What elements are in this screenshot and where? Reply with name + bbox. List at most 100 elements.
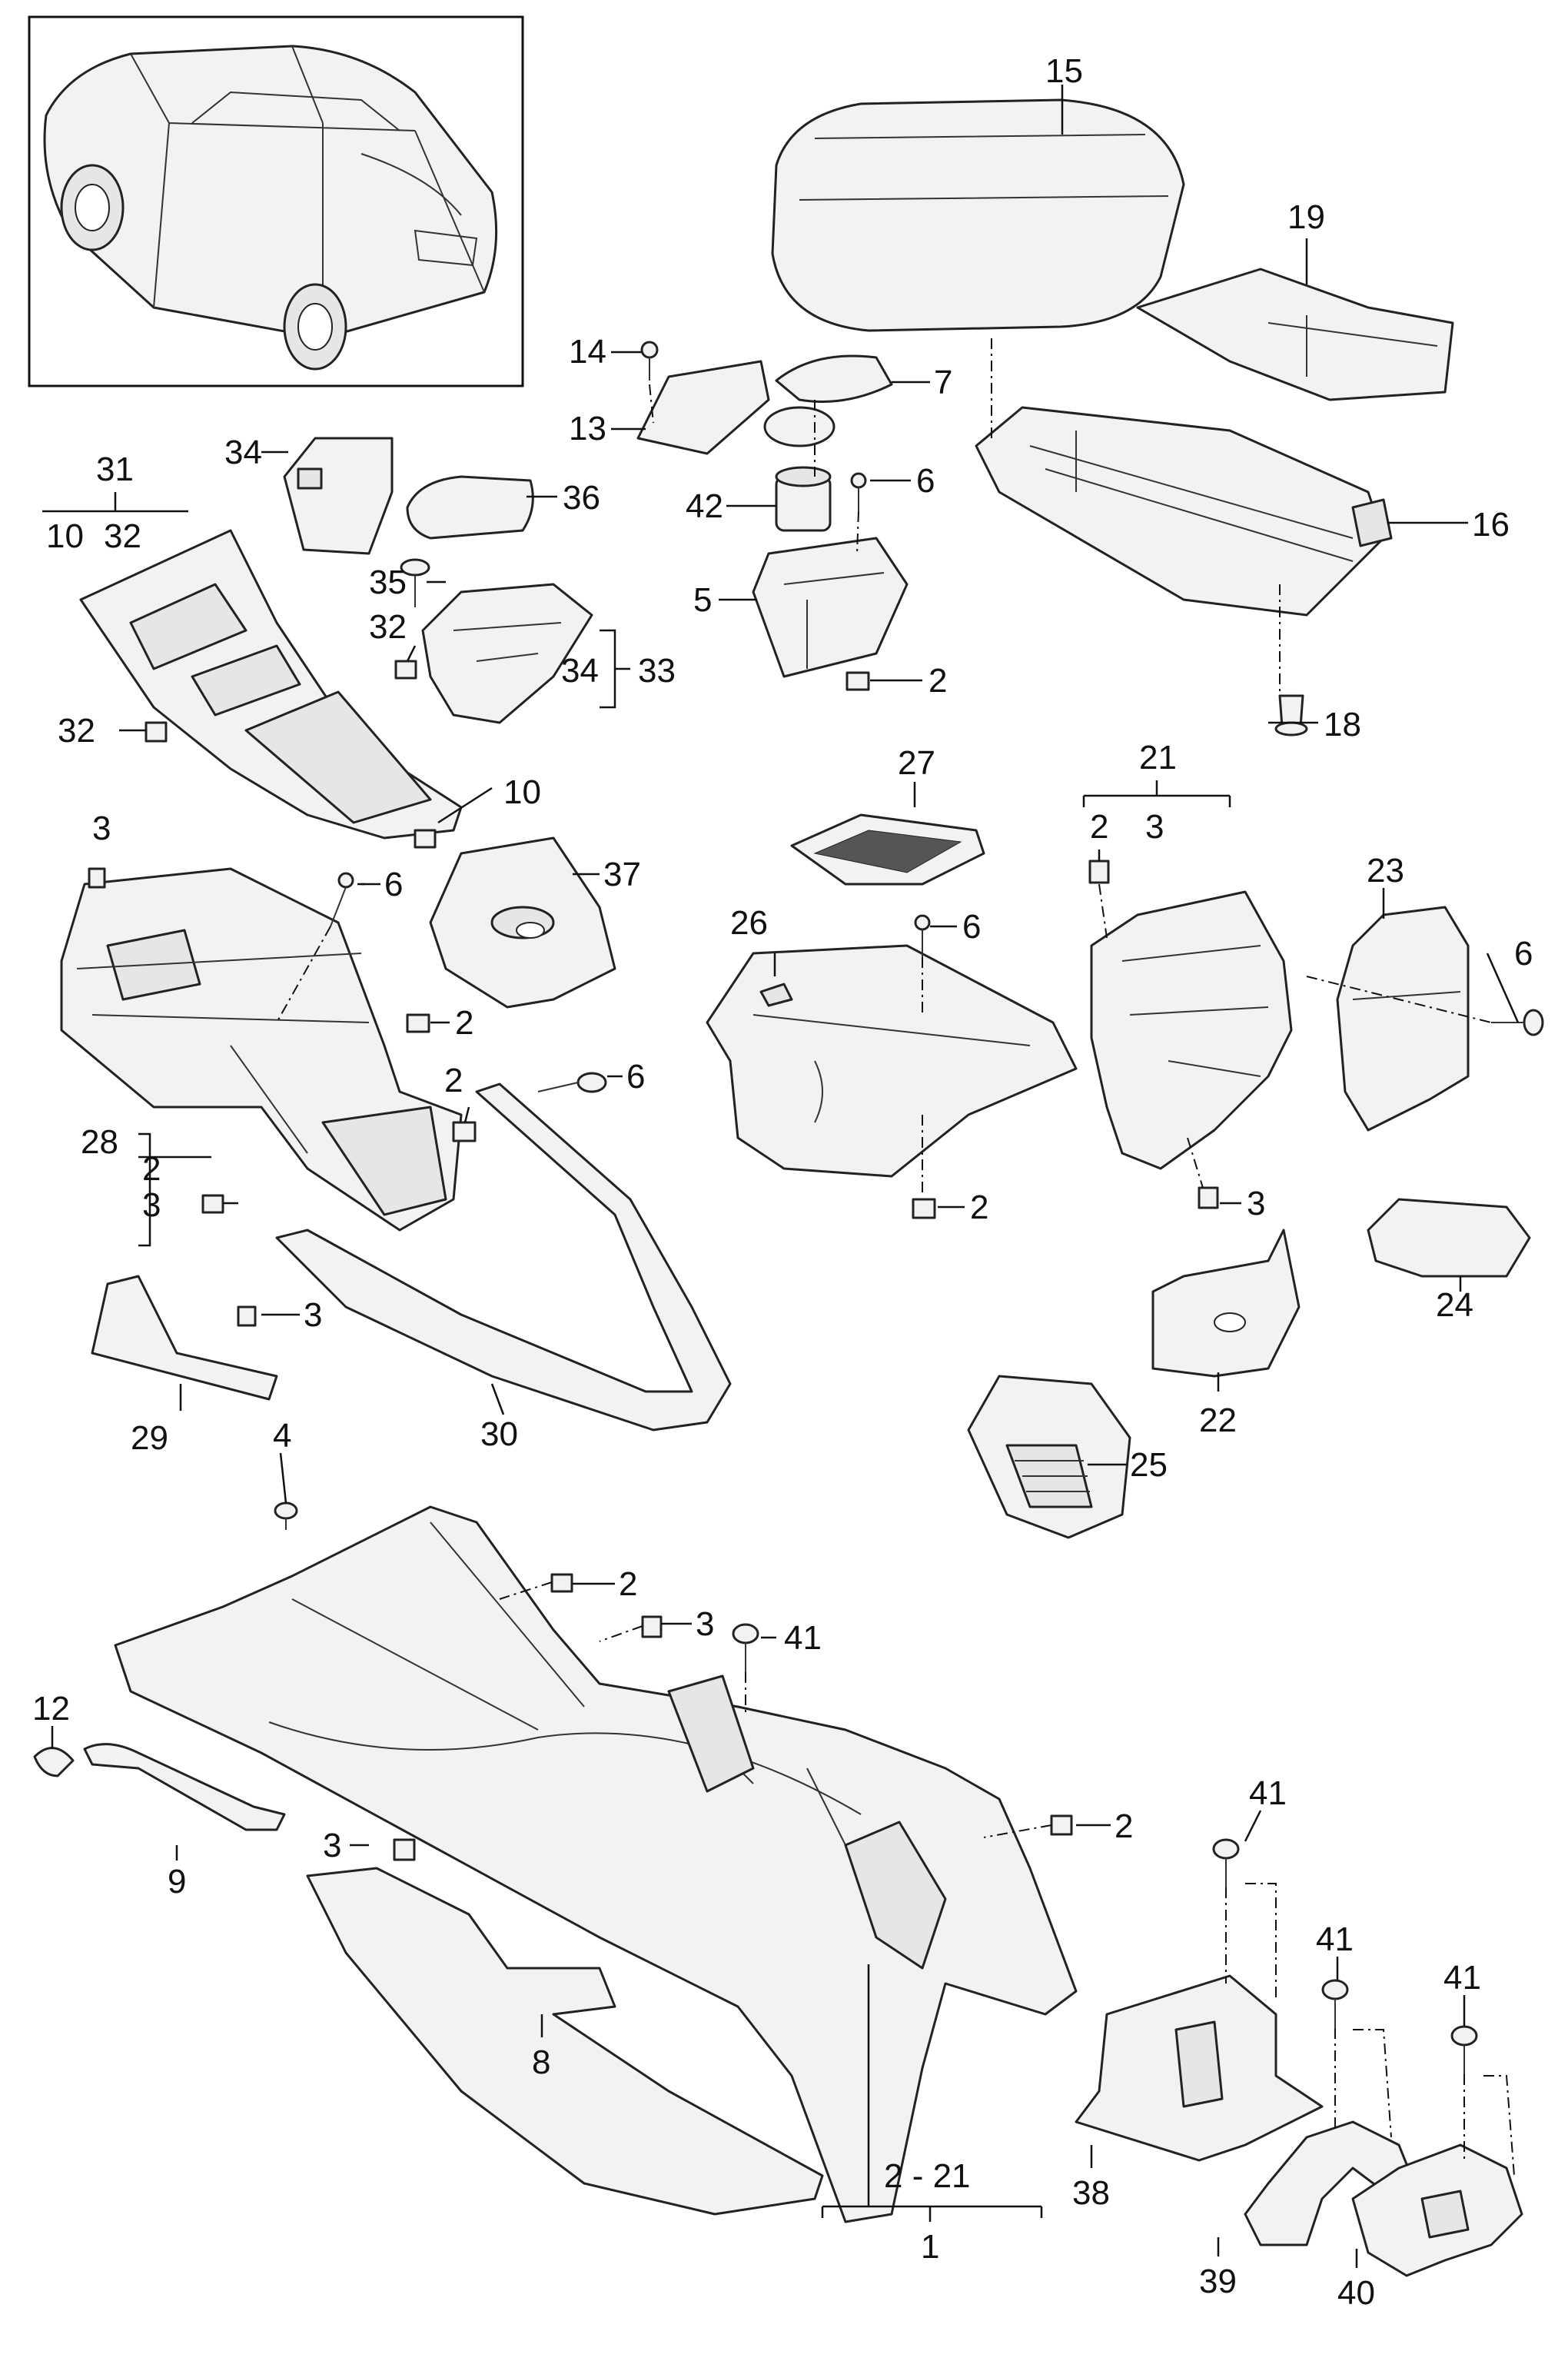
label-31: 31 [96, 451, 134, 488]
label-39: 39 [1199, 2263, 1237, 2300]
label-41-a: 41 [784, 1619, 822, 1657]
bolt-41-d [1450, 2025, 1478, 2074]
armrest-lid-frame [1136, 268, 1454, 401]
clip-3-d [1198, 1186, 1219, 1209]
label-3-a: 3 [92, 810, 111, 847]
rear-frame-21 [1090, 890, 1293, 1170]
vent-25 [967, 1375, 1131, 1539]
bracket-38 [1075, 1974, 1324, 2162]
label-3-e: 3 [696, 1605, 714, 1643]
label-21: 21 [1139, 739, 1177, 776]
switch-panel-34 [283, 437, 394, 555]
label-6-d: 6 [962, 908, 981, 946]
nut-2-g [1050, 1814, 1073, 1836]
label-3-b: 3 [142, 1186, 161, 1224]
screw-6-a [850, 472, 867, 511]
nut-32-a [394, 660, 417, 680]
label-18: 18 [1324, 706, 1361, 743]
rear-cover-23 [1336, 906, 1470, 1132]
label-38: 38 [1072, 2174, 1110, 2212]
label-24: 24 [1436, 1286, 1473, 1324]
label-5: 5 [693, 581, 712, 619]
assembly-lines [276, 338, 1515, 2176]
bolt-41-a [732, 1623, 759, 1672]
screw-4 [274, 1501, 298, 1530]
clip-3-e [641, 1615, 663, 1638]
screw-18 [1274, 694, 1308, 737]
nut-2-b [406, 1013, 430, 1033]
label-8: 8 [532, 2043, 550, 2081]
label-27: 27 [898, 744, 935, 782]
label-25: 25 [1130, 1446, 1168, 1484]
label-9: 9 [168, 1863, 186, 1900]
bolt-41-c [1321, 1979, 1349, 2028]
label-32-c: 32 [58, 712, 95, 750]
label-2-c: 2 [444, 1062, 463, 1099]
label-2-a: 2 [929, 662, 947, 700]
trim-29 [91, 1275, 278, 1401]
label-30: 30 [480, 1415, 518, 1453]
label-6-e: 6 [1514, 935, 1533, 973]
screw-6-d [914, 914, 931, 957]
label-10-a: 10 [46, 517, 84, 555]
label-2-d: 2 [970, 1189, 988, 1226]
nut-2-c [452, 1121, 477, 1142]
cup-cover-7 [763, 354, 893, 447]
cover-22 [1151, 1229, 1301, 1378]
label-1: 1 [921, 2228, 939, 2266]
label-10-b: 10 [503, 773, 541, 811]
label-3-c: 3 [304, 1296, 322, 1334]
label-3-d: 3 [1247, 1185, 1265, 1222]
label-19: 19 [1287, 198, 1325, 236]
bracket-13 [636, 360, 770, 455]
label-13: 13 [569, 410, 606, 447]
bolt-41-b [1212, 1838, 1240, 1887]
label-33: 33 [638, 652, 676, 690]
console-main-1 [114, 1505, 1078, 2223]
part-labels: 15 19 16 18 14 13 7 6 42 5 2 34 36 35 32… [32, 52, 1533, 2312]
label-23: 23 [1367, 852, 1404, 890]
screw-35 [400, 558, 430, 607]
label-29: 29 [131, 1419, 168, 1457]
label-3-f: 3 [323, 1827, 341, 1864]
screw-6-c [537, 1072, 607, 1093]
label-2-h: 2 [142, 1150, 161, 1188]
label-32-b: 32 [104, 517, 141, 555]
label-22: 22 [1199, 1402, 1237, 1439]
label-40: 40 [1337, 2274, 1375, 2312]
label-2-f: 2 [619, 1565, 637, 1603]
nut-32-b [145, 721, 168, 743]
label-6-a: 6 [916, 462, 935, 500]
screw-14 [640, 341, 659, 381]
label-42: 42 [686, 487, 723, 525]
clip-10 [414, 829, 437, 849]
nut-2-e [1088, 860, 1110, 884]
label-41-c: 41 [1316, 1920, 1354, 1958]
clip-3-f [393, 1838, 416, 1861]
mat-27 [790, 813, 985, 886]
label-15: 15 [1045, 52, 1083, 90]
screw-6-e [1491, 1009, 1544, 1036]
label-28: 28 [81, 1123, 118, 1161]
label-36: 36 [563, 479, 600, 517]
cap-12 [33, 1747, 75, 1777]
label-3-d-top: 3 [1145, 808, 1164, 846]
armrest-cushion [771, 98, 1185, 332]
trim-8 [306, 1867, 824, 2216]
strip-9 [83, 1743, 286, 1831]
label-37: 37 [603, 856, 641, 893]
label-2-b: 2 [455, 1004, 473, 1042]
switch-unit-33 [421, 583, 593, 724]
label-2-g: 2 [1115, 1807, 1133, 1845]
shift-trim-37 [429, 836, 616, 1009]
label-12: 12 [32, 1690, 70, 1728]
trim-36 [406, 475, 534, 540]
label-34-b: 34 [561, 652, 599, 690]
trim-30 [275, 1082, 732, 1432]
label-14: 14 [569, 333, 606, 371]
armrest-hinge-frame [975, 406, 1393, 617]
label-34-a: 34 [224, 434, 262, 471]
bracket-40 [1351, 2143, 1523, 2277]
label-35: 35 [369, 564, 407, 601]
